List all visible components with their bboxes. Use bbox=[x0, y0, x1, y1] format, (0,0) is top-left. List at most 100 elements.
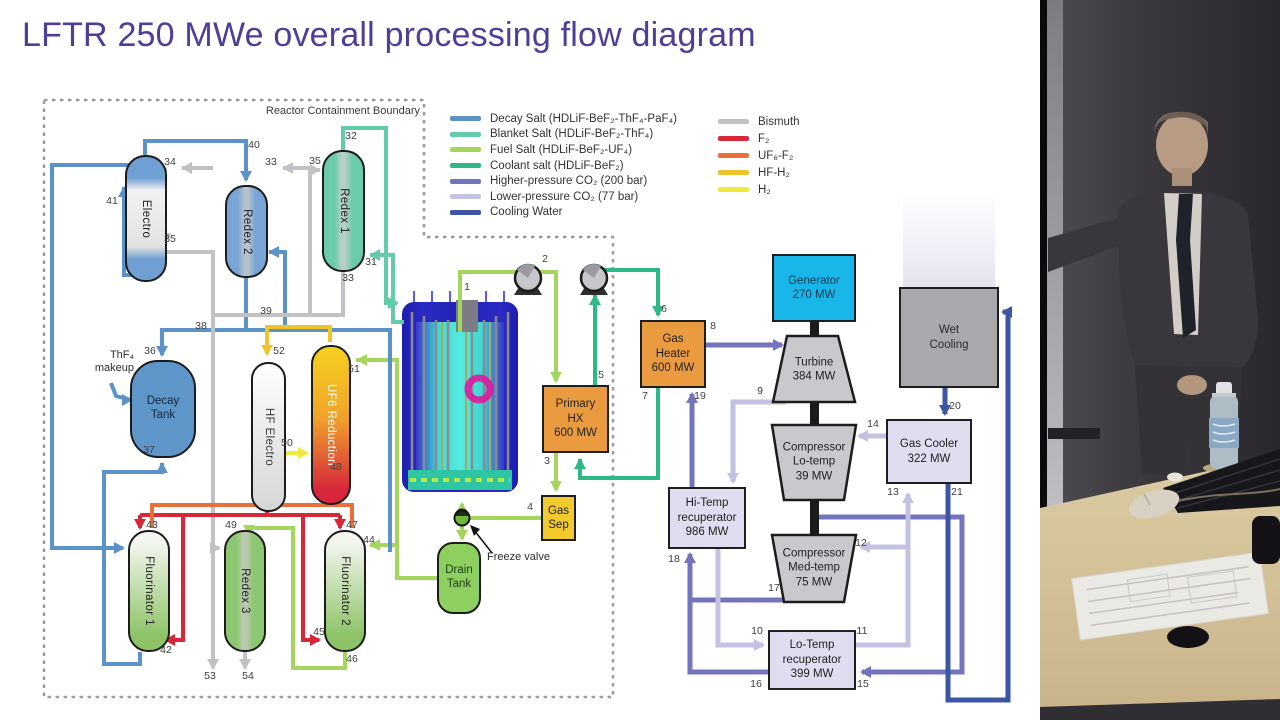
compressor-med-shape bbox=[770, 533, 858, 604]
stream-label-49: 49 bbox=[225, 519, 237, 531]
pipe-hfh2 bbox=[265, 325, 332, 354]
dark-object bbox=[1252, 516, 1280, 564]
presenter-video-panel bbox=[1040, 0, 1280, 720]
legend-label: Coolant salt (HDLiF-BeF₂) bbox=[490, 159, 624, 172]
pipe-decay bbox=[246, 328, 392, 552]
stream-label-8: 8 bbox=[710, 320, 716, 332]
legend-swatch-f2 bbox=[718, 136, 749, 141]
stream-label-21: 21 bbox=[951, 486, 963, 498]
stream-label-1: 1 bbox=[464, 281, 470, 293]
legend-swatch-fuel bbox=[450, 147, 481, 153]
legend-swatch-water bbox=[450, 209, 481, 215]
pipe-arrow-fuel bbox=[550, 372, 562, 383]
box-primary-hx: Primary HX 600 MW bbox=[542, 385, 609, 453]
pipe-arrow-bismuth bbox=[239, 659, 251, 670]
pipe-bismuth bbox=[167, 250, 215, 315]
compressor-lo-shape bbox=[770, 423, 858, 502]
stream-label-9: 9 bbox=[757, 385, 763, 397]
mouse-seam bbox=[1143, 493, 1151, 506]
stream-label-47: 47 bbox=[346, 519, 358, 531]
pipe-fuel bbox=[540, 270, 558, 381]
pipe-arrow-hfh2 bbox=[261, 345, 273, 356]
pipe-arrow-blanket bbox=[388, 297, 399, 309]
stream-label-20: 20 bbox=[949, 400, 961, 412]
keyboard bbox=[1163, 449, 1280, 513]
legend-swatch-coolant bbox=[450, 163, 481, 169]
stream-label-52: 52 bbox=[273, 345, 285, 357]
pipe-arrow-fuel bbox=[550, 481, 562, 492]
pipe-arrow-bismuth bbox=[181, 162, 192, 174]
vessel-fluorinator1: Fluorinator 1 bbox=[128, 530, 170, 652]
pipe-arrow-bismuth bbox=[310, 164, 321, 176]
legend-label: F₂ bbox=[758, 132, 770, 145]
pipe-arrow-f2 bbox=[164, 634, 175, 646]
box-wet-cooling: Wet Cooling bbox=[899, 287, 999, 388]
pipe-arrow-decay bbox=[156, 462, 168, 473]
vessel-redex3: Redex 3 bbox=[224, 530, 266, 652]
vessel-label: UF6 Reduction bbox=[325, 384, 337, 466]
stream-label-43: 43 bbox=[146, 519, 158, 531]
tank-decay: Decay Tank bbox=[130, 360, 196, 458]
pipe-arrow-bismuth bbox=[210, 542, 221, 554]
containment-boundary-outline bbox=[42, 98, 615, 699]
water-bottle bbox=[1209, 382, 1239, 469]
stream-label-15: 15 bbox=[857, 678, 869, 690]
freeze-valve-label: Freeze valve bbox=[487, 551, 550, 563]
legend-swatch-uf6f2 bbox=[718, 153, 749, 158]
presenter-tie bbox=[1176, 194, 1196, 338]
stream-label-37: 37 bbox=[143, 444, 155, 456]
vessel-fluorinator2: Fluorinator 2 bbox=[324, 530, 366, 652]
pipe-loco2 bbox=[730, 399, 786, 482]
stream-label-35: 35 bbox=[164, 233, 176, 245]
pipe-arrow-decay bbox=[240, 171, 252, 182]
legend-item: Cooling Water bbox=[450, 205, 677, 221]
compressor-lo-label: Compressor Lo-temp 39 MW bbox=[782, 441, 846, 483]
pipe-arrow-decay bbox=[122, 394, 133, 406]
vessel-label: Redex 2 bbox=[240, 208, 253, 255]
presenter-arm bbox=[1048, 215, 1135, 272]
pipe-arrow-fuel bbox=[369, 539, 380, 551]
stream-label-12: 12 bbox=[855, 537, 867, 549]
tank-label: Decay Tank bbox=[146, 395, 180, 421]
legend-item: HF-H₂ bbox=[718, 164, 800, 181]
pipe-arrow-f2 bbox=[334, 519, 346, 530]
box-gas-sep: Gas Sep bbox=[541, 495, 576, 541]
turbine-label: Turbine 384 MW bbox=[792, 356, 836, 383]
pipe-bismuth bbox=[213, 272, 345, 317]
pipe-arrow-bismuth bbox=[282, 162, 293, 174]
process-flow-diagram: Decay Salt (HDLiF-BeF₂-ThF₄-PaF₄)Blanket… bbox=[42, 98, 1012, 703]
stream-label-41: 41 bbox=[106, 195, 118, 207]
stream-label-3: 3 bbox=[544, 455, 550, 467]
reactor-hotspot bbox=[464, 374, 494, 404]
diagram-canvas bbox=[42, 98, 1012, 703]
pipe-arrow-decay bbox=[156, 346, 168, 357]
pipe-arrow-fuel bbox=[356, 354, 367, 366]
vessel-hf-electro: HF Electro bbox=[251, 362, 286, 512]
legend-label: HF-H₂ bbox=[758, 166, 790, 179]
stream-label-53: 53 bbox=[204, 670, 216, 682]
legend-label: Blanket Salt (HDLiF-BeF₂-ThF₄) bbox=[490, 128, 654, 141]
vessel-label: Fluorinator 1 bbox=[143, 556, 155, 626]
legend-item: Higher-pressure CO₂ (200 bar) bbox=[450, 173, 677, 189]
pipe-fuel bbox=[356, 358, 437, 580]
reactor-vessel bbox=[402, 291, 518, 492]
legend-item: Fuel Salt (HDLiF-BeF₂-UF₄) bbox=[450, 142, 677, 158]
turbine-shape bbox=[771, 334, 857, 404]
stream-label-19: 19 bbox=[694, 390, 706, 402]
pipe-fuel bbox=[458, 270, 516, 332]
vessel-redex1: Redex 1 bbox=[322, 150, 365, 272]
pipe-arrow-loco2 bbox=[902, 492, 914, 503]
pipe-arrow-decay bbox=[114, 542, 125, 554]
steam-plume bbox=[903, 190, 995, 289]
pipe-arrow-hico2 bbox=[686, 392, 698, 403]
marker-tray bbox=[1048, 428, 1100, 439]
stream-label-46: 46 bbox=[346, 653, 358, 665]
frame-edge bbox=[1040, 0, 1047, 720]
slide-title: LFTR 250 MWe overall processing flow dia… bbox=[22, 16, 756, 54]
pipe-arrow-f2 bbox=[310, 634, 321, 646]
legend-label: Cooling Water bbox=[490, 206, 563, 219]
stream-label-5: 5 bbox=[598, 369, 604, 381]
stream-label-50: 50 bbox=[281, 437, 293, 449]
pipe-decay bbox=[269, 250, 287, 330]
